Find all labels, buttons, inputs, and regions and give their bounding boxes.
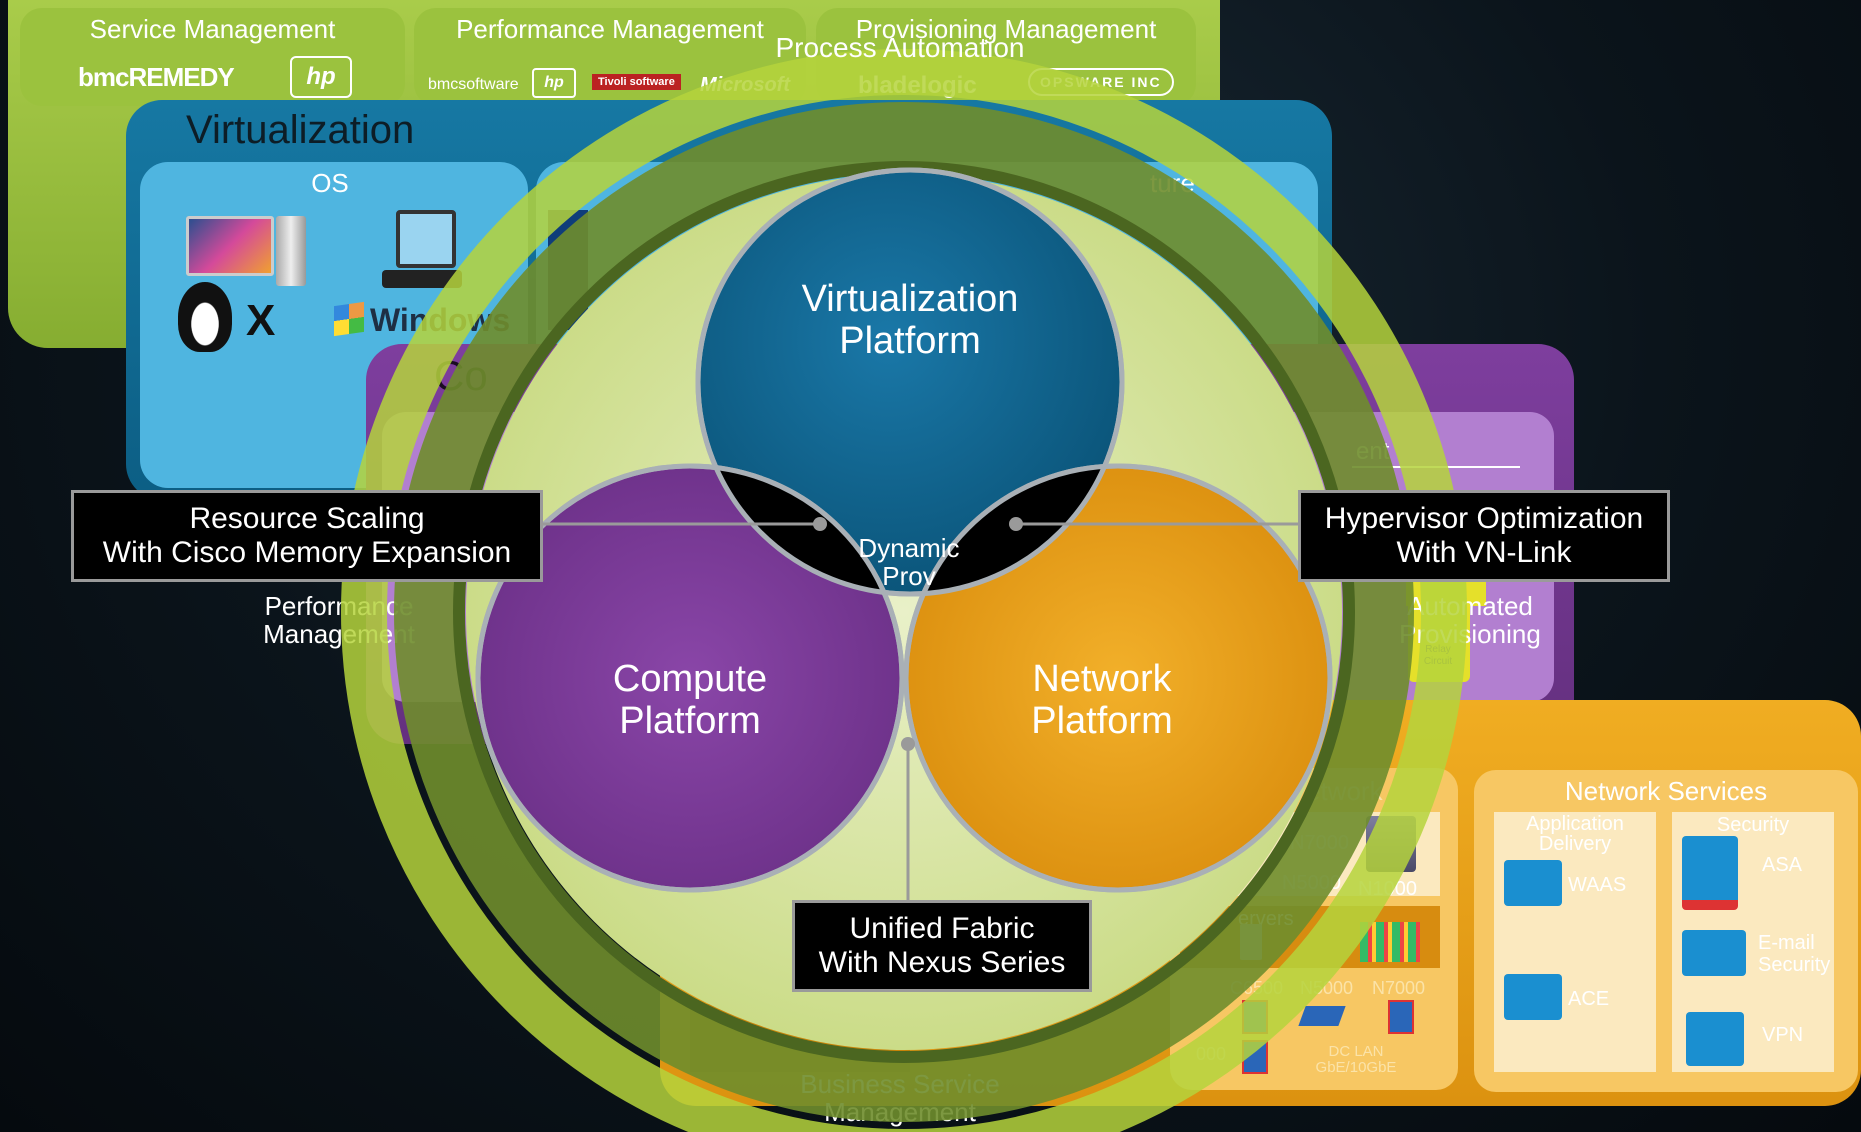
linux-penguin-icon: [178, 282, 232, 352]
provisioning-management-title: Provisioning Management: [855, 14, 1157, 44]
network-platform-label: Network Platform: [1031, 658, 1173, 742]
mac-computer-icon: [186, 216, 274, 276]
bmc-remedy-logo: bmcREMEDY: [78, 62, 235, 92]
performance-management-label: Performance Management: [263, 591, 415, 649]
left-connector-dot: [813, 517, 827, 531]
waas-label: WAAS: [1568, 874, 1627, 896]
virtualization-platform-label: Virtualization Platform: [801, 278, 1019, 362]
application-delivery-label: Application Delivery: [1526, 813, 1624, 855]
resource-scaling-callout: Resource Scaling With Cisco Memory Expan…: [71, 490, 543, 582]
tivoli-logo: Tivoli software: [592, 74, 681, 90]
outer-ring-light: [341, 49, 1467, 1132]
service-management-title: Service Management: [89, 14, 336, 44]
switch-icon-c: [1388, 1000, 1414, 1034]
terminal-computer-icon: [396, 210, 456, 268]
network-services-title: Network Services: [1564, 776, 1768, 806]
dc-lan-label: DC LAN GbE/10GbE: [1315, 1043, 1397, 1076]
unified-fabric-callout: Unified Fabric With Nexus Series: [792, 900, 1092, 992]
asa-icon: [1682, 836, 1738, 910]
hp-small-logo: hp: [532, 68, 576, 98]
hp-logo: hp: [290, 56, 352, 98]
vpn-icon: [1686, 1012, 1744, 1066]
ace-label: ACE: [1568, 988, 1610, 1010]
waas-icon: [1504, 860, 1562, 906]
asa-label: ASA: [1762, 854, 1803, 876]
mac-os-x-icon: X: [246, 296, 276, 345]
dynamic-provisioning-label: Dynamic Prov: [858, 533, 960, 591]
application-delivery-box: [1494, 812, 1656, 1072]
vpn-label: VPN: [1762, 1024, 1804, 1046]
email-security-label: E-mail Security: [1758, 932, 1831, 976]
inner-ring: [453, 161, 1355, 1063]
terminal-base-icon: [382, 270, 462, 288]
mac-tower-icon: [276, 216, 306, 286]
performance-management-title: Performance Management: [456, 14, 764, 44]
n7000-label-b: N7000: [1372, 978, 1426, 998]
process-automation-label: Process Automation: [775, 32, 1025, 63]
hypervisor-optimization-callout: Hypervisor Optimization With VN-Link: [1298, 490, 1670, 582]
compute-platform-label: Compute Platform: [612, 658, 768, 742]
server-rack-icon: [1360, 922, 1420, 962]
security-label: Security: [1716, 814, 1790, 836]
right-connector-dot: [1009, 517, 1023, 531]
virtualization-panel-title: Virtualization: [186, 108, 415, 152]
email-security-icon: [1682, 930, 1746, 976]
ace-icon: [1504, 974, 1562, 1020]
bottom-connector-dot: [901, 737, 915, 751]
outer-ring-dark: [394, 102, 1414, 1122]
os-title: OS: [311, 168, 349, 198]
bmc-software-logo: bmcsoftware: [428, 76, 519, 93]
